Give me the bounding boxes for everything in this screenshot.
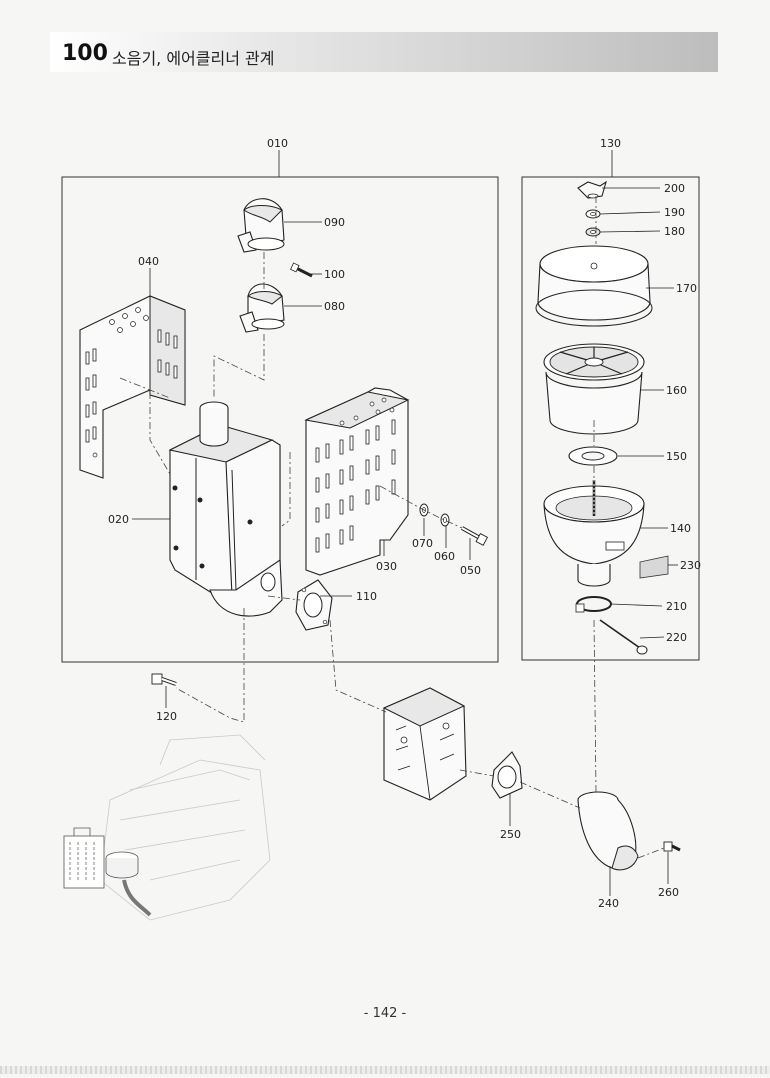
part-050-bolt (461, 526, 489, 546)
label-060: 060 (434, 550, 455, 563)
label-190: 190 (664, 206, 685, 219)
label-230: 230 (680, 559, 701, 572)
label-110: 110 (356, 590, 377, 603)
label-010: 010 (267, 137, 288, 150)
part-150-gasket (568, 446, 618, 466)
section-header-bar (50, 32, 718, 72)
section-number: 100 (62, 41, 108, 66)
part-200-wing-nut (577, 180, 607, 199)
part-250-gasket (491, 751, 523, 799)
engine-reference-illustration (63, 734, 271, 921)
label-160: 160 (666, 384, 687, 397)
scan-edge (0, 1066, 770, 1074)
part-020-muffler (168, 401, 283, 617)
part-080-rain-cap (239, 283, 285, 333)
part-230-decal (639, 555, 669, 579)
part-100-screw (290, 262, 313, 278)
part-110-gasket (295, 579, 333, 631)
part-040-bracket (79, 295, 186, 479)
label-150: 150 (666, 450, 687, 463)
part-180-seal (585, 227, 601, 237)
label-050: 050 (460, 564, 481, 577)
label-100: 100 (324, 268, 345, 281)
part-030-heat-shield (304, 387, 410, 576)
label-220: 220 (666, 631, 687, 644)
part-060-washer (440, 513, 450, 527)
label-240: 240 (598, 897, 619, 910)
section-title: 소음기, 에어클리너 관계 (112, 49, 275, 68)
label-200: 200 (664, 182, 685, 195)
label-070: 070 (412, 537, 433, 550)
leader-lines (132, 150, 678, 896)
label-020: 020 (108, 513, 129, 526)
assembly-center-lines (119, 196, 665, 859)
part-160-element (543, 343, 645, 435)
label-170: 170 (676, 282, 697, 295)
air-cleaner-assembly-box (521, 176, 700, 661)
part-260-bolt (663, 841, 681, 852)
label-210: 210 (666, 600, 687, 613)
part-170-cover (535, 245, 653, 327)
muffler-assembly-box (61, 176, 499, 663)
label-080: 080 (324, 300, 345, 313)
label-140: 140 (670, 522, 691, 535)
part-090-rain-cap (237, 198, 285, 253)
part-220-indicator (599, 619, 648, 655)
part-240-intake-elbow (577, 791, 639, 871)
label-130: 130 (600, 137, 621, 150)
part-labels: 010 130 040 090 100 080 020 030 070 060 … (108, 137, 701, 910)
part-140-body (543, 480, 645, 587)
label-120: 120 (156, 710, 177, 723)
part-190-washer (585, 209, 601, 219)
part-210-clamp (575, 596, 612, 613)
page-number: - 142 - (363, 1006, 407, 1021)
part-120-bolt (151, 673, 177, 686)
label-250: 250 (500, 828, 521, 841)
label-180: 180 (664, 225, 685, 238)
label-030: 030 (376, 560, 397, 573)
label-090: 090 (324, 216, 345, 229)
label-040: 040 (138, 255, 159, 268)
cylinder-head-reference (382, 687, 467, 801)
label-260: 260 (658, 886, 679, 899)
